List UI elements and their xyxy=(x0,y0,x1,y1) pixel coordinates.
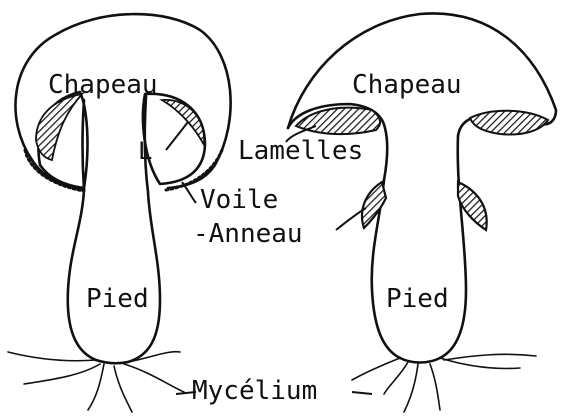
young-stipe-left xyxy=(68,190,96,360)
label-pied-left: Pied xyxy=(86,286,149,312)
mycelium-pointer-right xyxy=(352,392,372,394)
young-cap-outline xyxy=(15,14,230,188)
young-gills-right xyxy=(162,100,204,145)
mature-stipe-right xyxy=(440,136,466,358)
young-stipe-base xyxy=(96,360,128,363)
label-mycelium: Mycélium xyxy=(192,378,317,404)
young-gills-left xyxy=(36,94,82,160)
mature-mycelium xyxy=(352,354,536,412)
mature-gills-right xyxy=(470,111,548,135)
young-mycelium xyxy=(8,352,184,412)
label-anneau: -Anneau xyxy=(193,221,303,247)
label-lamelles: Lamelles xyxy=(238,138,363,164)
l-pointer-line xyxy=(166,122,188,150)
label-chapeau-right: Chapeau xyxy=(352,72,462,98)
mature-stipe-base xyxy=(400,358,440,363)
label-voile: Voile xyxy=(200,187,278,213)
mature-ring-left xyxy=(362,182,386,228)
young-veil-left xyxy=(25,150,84,191)
label-chapeau-left: Chapeau xyxy=(48,72,158,98)
young-stipe-inner-left xyxy=(83,100,85,190)
label-l-marker: L xyxy=(138,139,152,163)
label-pied-right: Pied xyxy=(386,286,449,312)
young-stipe-right xyxy=(128,192,160,362)
